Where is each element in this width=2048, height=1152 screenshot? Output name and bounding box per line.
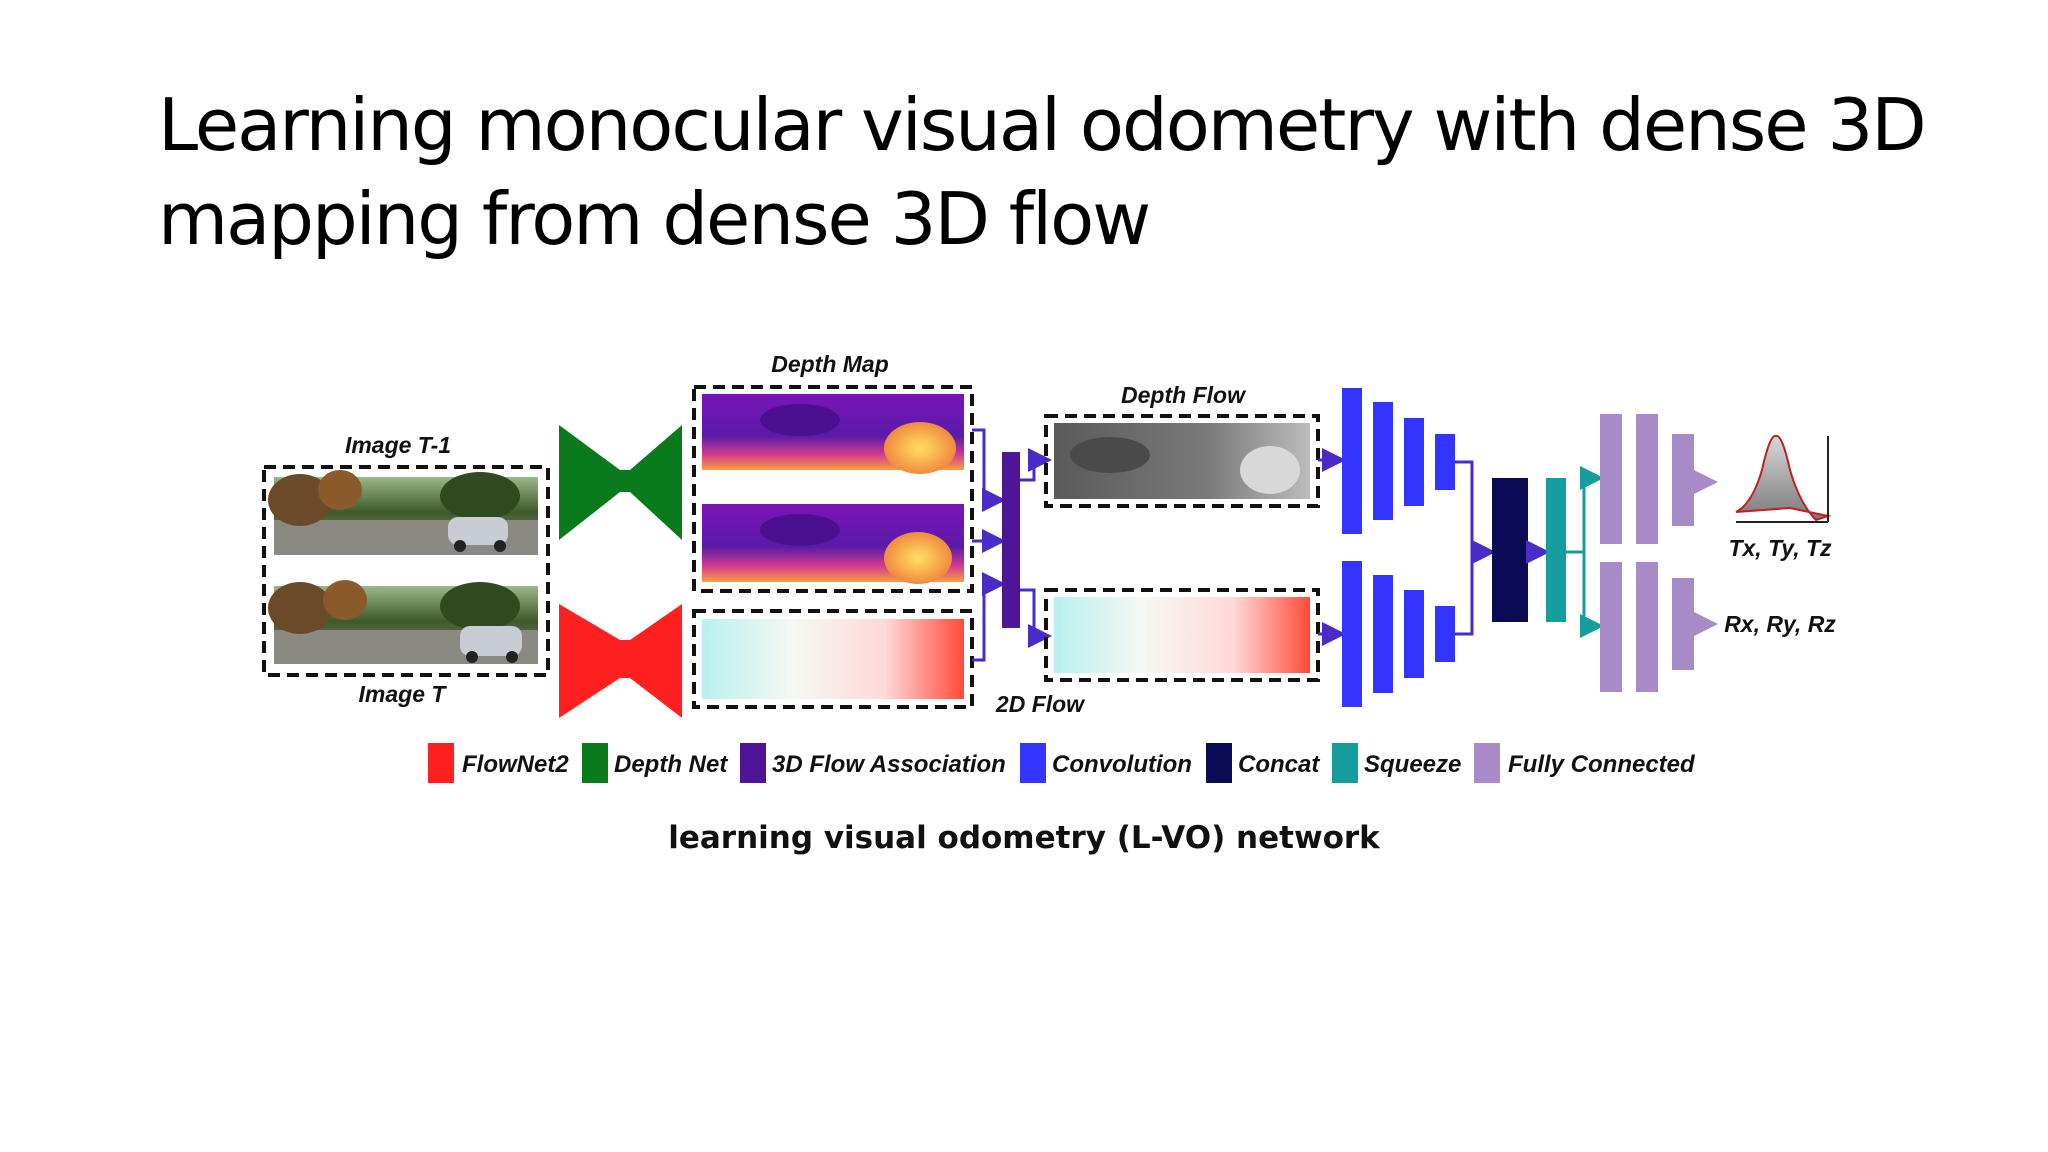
concat-block [1492, 478, 1528, 622]
flow-association-block [1002, 452, 1020, 628]
convolution-stack-bottom [1342, 561, 1455, 707]
legend: FlowNet2 Depth Net 3D Flow Association C… [428, 743, 1696, 783]
convolution-stack-top [1342, 388, 1455, 534]
concat-in-connectors [1455, 460, 1496, 636]
title-line-2: mapping from dense 3D flow [158, 177, 1151, 261]
legend-swatch-fully-connected [1474, 743, 1500, 783]
image-t-label: Image T [359, 681, 448, 707]
flownet2-block [559, 604, 682, 718]
depth-flow-frame [1044, 414, 1320, 508]
fc-stack-top [1600, 414, 1694, 544]
depth-flow-image [1054, 423, 1310, 499]
flow-2d-label: 2D Flow [995, 691, 1086, 717]
legend-label-3d-flow-association: 3D Flow Association [772, 751, 1006, 778]
image-t [268, 580, 538, 664]
squeeze-out-connectors [1566, 466, 1604, 638]
depth-map-frame [692, 385, 974, 593]
association-connectors [972, 428, 1006, 662]
fc-out-connectors [1694, 470, 1718, 636]
legend-swatch-concat [1206, 743, 1232, 783]
legend-label-squeeze: Squeeze [1364, 751, 1461, 778]
legend-label-flownet2: FlowNet2 [462, 751, 569, 778]
legend-label-concat: Concat [1238, 751, 1320, 778]
figure-caption: learning visual odometry (L-VO) network [668, 820, 1380, 856]
flow-2d-frame-2 [1044, 588, 1320, 682]
legend-swatch-depth-net [582, 743, 608, 783]
depth-flow-label: Depth Flow [1121, 382, 1247, 408]
legend-swatch-3d-flow-association [740, 743, 766, 783]
conv-in-connectors [1318, 448, 1346, 646]
translation-output-label: Tx, Ty, Tz [1728, 535, 1832, 561]
input-images-group: Image T-1 Image T [262, 432, 550, 707]
slide-title: Learning monocular visual odometry with … [158, 78, 1958, 266]
fc-stack-bottom [1600, 562, 1694, 692]
legend-label-depth-net: Depth Net [614, 751, 728, 778]
gaussian-distribution-icon [1735, 434, 1832, 523]
image-t-1-label: Image T-1 [345, 432, 451, 458]
legend-label-convolution: Convolution [1052, 751, 1192, 778]
depth-map-2 [702, 504, 964, 584]
depth-map-1 [702, 394, 964, 474]
association-out-connectors [1020, 448, 1052, 648]
rotation-output-label: Rx, Ry, Rz [1724, 611, 1836, 637]
legend-swatch-convolution [1020, 743, 1046, 783]
depth-net-block [559, 425, 682, 540]
legend-swatch-flownet2 [428, 743, 454, 783]
flow-2d-image [702, 619, 964, 699]
flow-2d-image-2 [1054, 597, 1310, 673]
legend-swatch-squeeze [1332, 743, 1358, 783]
image-t-1 [268, 470, 538, 555]
squeeze-block [1546, 478, 1566, 622]
title-line-1: Learning monocular visual odometry with … [158, 83, 1927, 167]
depth-map-label: Depth Map [771, 351, 889, 377]
legend-label-fully-connected: Fully Connected [1508, 751, 1696, 778]
input-images-frame [262, 465, 550, 677]
